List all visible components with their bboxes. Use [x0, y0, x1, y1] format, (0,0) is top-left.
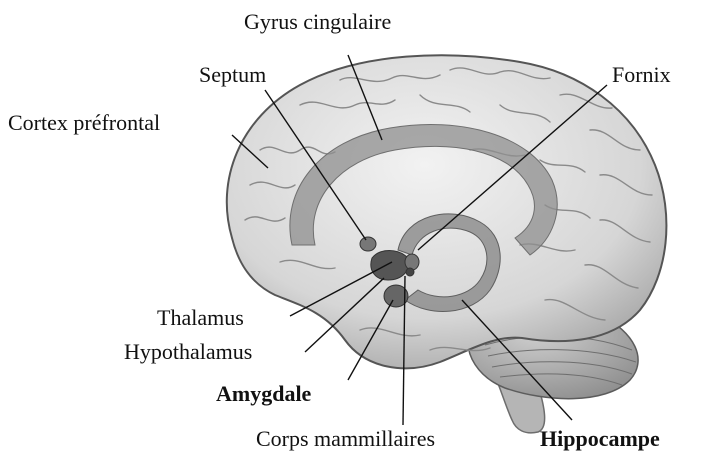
label-gyrus-cingulaire: Gyrus cingulaire	[244, 11, 391, 33]
label-cortex-prefrontal: Cortex préfrontal	[8, 112, 160, 134]
label-septum: Septum	[199, 64, 266, 86]
label-amygdale: Amygdale	[216, 383, 311, 405]
label-hippocampe: Hippocampe	[540, 428, 660, 450]
label-corps-mammillaires: Corps mammillaires	[256, 428, 435, 450]
label-hypothalamus: Hypothalamus	[124, 341, 252, 363]
label-thalamus: Thalamus	[157, 307, 244, 329]
label-fornix: Fornix	[612, 64, 671, 86]
